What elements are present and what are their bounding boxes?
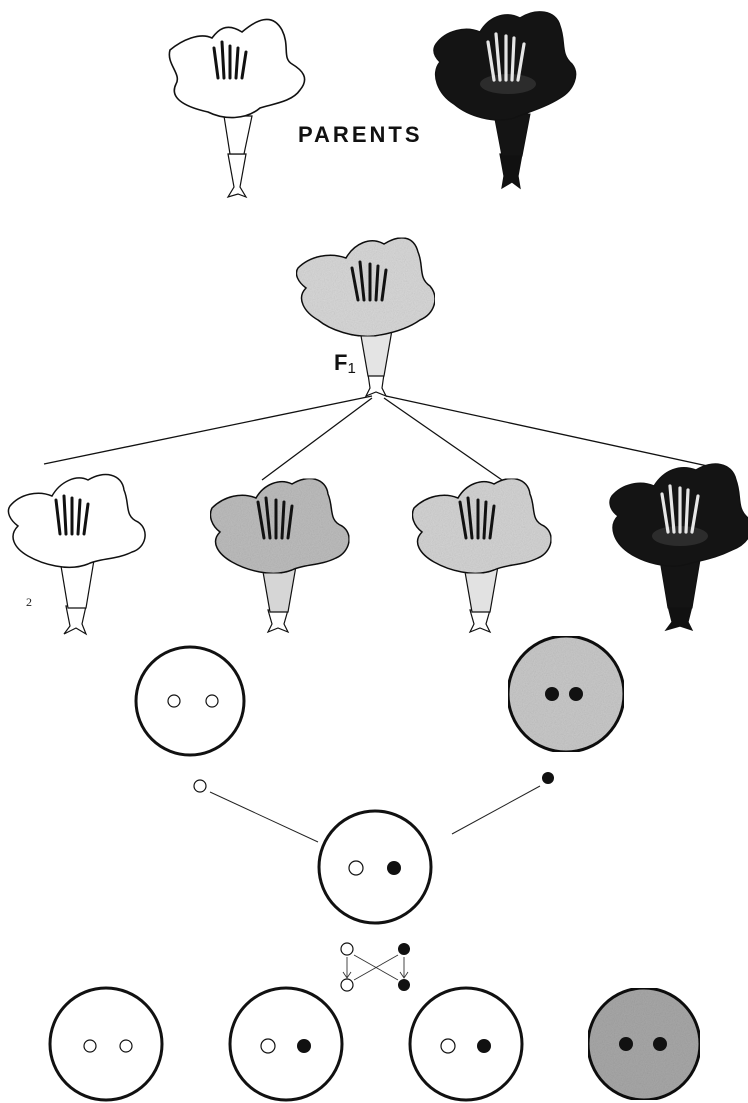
calyx [468,609,492,634]
gamete-lines [209,785,541,843]
calyx [266,609,290,634]
dark-gamete [398,943,410,955]
stamens [212,40,248,80]
f2-white-flower [7,473,146,636]
white-factor [440,1038,456,1054]
dark-factor [387,861,401,875]
f2-hybrid-cell-2 [408,986,524,1102]
calyx [364,373,388,398]
white-factor [83,1039,97,1053]
parent-white-cell [134,645,246,757]
white-gamete [340,942,354,956]
stamens [350,260,388,302]
throat [480,74,536,94]
f1-label: F1 [334,350,356,377]
f1-branch-lines [43,395,727,481]
white-factor [260,1038,276,1054]
f2-dark-cell [586,986,702,1102]
tube [223,115,253,155]
f2-dark-flower [609,463,748,632]
f2-white-cell [48,986,164,1102]
stamens [256,496,294,540]
white-factor [205,694,219,708]
white-factor [348,860,364,876]
calyx [226,153,248,199]
petals [7,473,146,569]
parent-dark-flower [433,11,577,190]
white-factor [167,694,181,708]
calyx [664,605,694,632]
white-gamete [193,779,207,793]
white-gamete [340,978,354,992]
dark-factor [619,1037,633,1051]
stamens [458,496,496,540]
tube [659,559,701,609]
dark-gamete [542,772,554,784]
petals [411,477,552,575]
dark-factor [569,687,583,701]
parents-label: PARENTS [298,122,423,147]
segregation-cross [340,942,410,992]
parent-dark-cell [506,634,626,754]
calyx [499,153,523,190]
f2-hybrid-cell-1 [228,986,344,1102]
f2-intermediate-flower [209,477,350,634]
dark-factor [477,1039,491,1053]
throat [652,526,708,546]
f2-pink-flower [411,477,552,634]
dark-gamete [398,979,410,991]
stamens [486,32,526,82]
stamens [660,484,700,534]
dark-factor [297,1039,311,1053]
stamens [54,494,90,536]
plate-number: 2 [26,595,32,609]
petals [209,477,350,575]
petals [295,237,436,338]
white-factor [119,1039,133,1053]
calyx [63,605,88,636]
f1-hybrid-cell [317,809,433,925]
dark-factor [545,687,559,701]
parent-white-flower [168,18,306,199]
dark-factor [653,1037,667,1051]
f1-flower [295,237,436,398]
